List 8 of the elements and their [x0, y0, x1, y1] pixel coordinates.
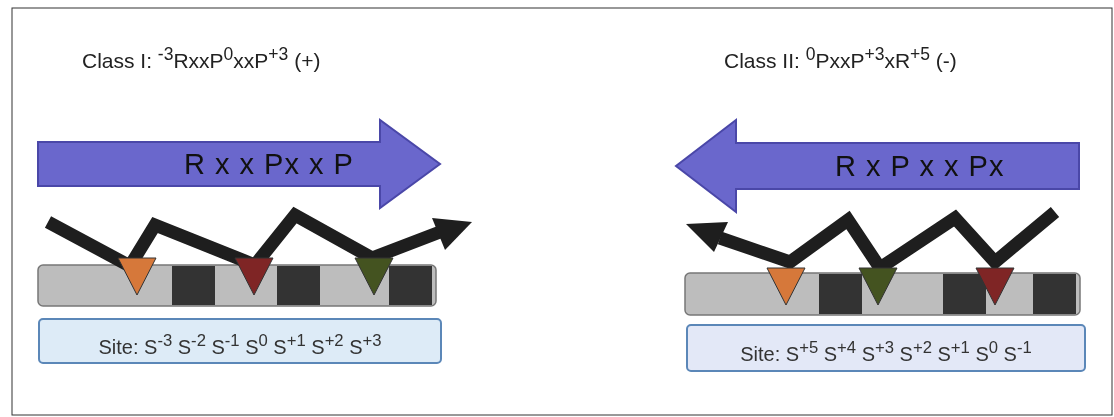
sequence-motif-text: R x x Px x P: [184, 147, 354, 181]
sequence-motif-text: R x P x x Px: [835, 149, 1005, 183]
binding-site-panel: Site: S$^{+5}$ S$^{+4}$ S$^{+3}$ S$^{+2}$ S$^{+1}$ S$^{0}$ S$^{-1}$: [686, 324, 1086, 372]
binding-site-panel: Site: S$^{-3}$ S$^{-2}$ S$^{-1}$ S$^{0}$ S$^{+1}$ S$^{+2}$ S$^{+3}$: [38, 318, 442, 364]
motif-arrow: [38, 120, 440, 208]
class-heading: Class I: $^{-3}$RxxP$^{0}$xxP$^{+3}$ (+): [82, 44, 321, 73]
class-heading: Class II: $^{0}$PxxP$^{+3}$xR$^{+5}$ (-): [724, 44, 957, 73]
motif-arrow: [676, 120, 1079, 212]
